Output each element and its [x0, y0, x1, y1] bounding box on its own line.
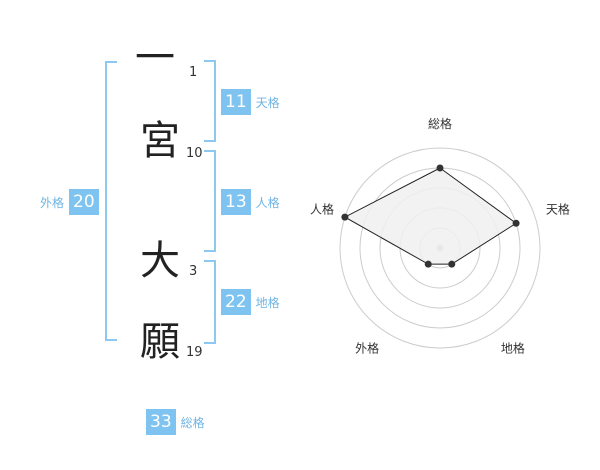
chikaku-group: 22 地格 [221, 289, 280, 315]
jinkaku-bracket [204, 150, 216, 252]
stroke-count-1: 1 [189, 65, 198, 80]
tenkaku-bracket [204, 60, 216, 142]
name-char-1: 一 [135, 35, 175, 81]
tenkaku-label: 天格 [255, 95, 280, 110]
stroke-count-2: 10 [186, 146, 203, 161]
gaikaku-group: 外格 20 [40, 189, 99, 215]
name-char-2: 宮 [140, 118, 180, 164]
stroke-count-4: 19 [186, 345, 203, 360]
radar-point-1 [436, 164, 444, 172]
jinkaku-number: 13 [221, 189, 251, 215]
radar-axis-label-5: 人格 [310, 202, 334, 217]
chikaku-label: 地格 [255, 295, 280, 310]
radar-axis-label-2: 天格 [546, 202, 570, 217]
soukaku-number: 33 [146, 409, 176, 435]
gaikaku-bracket [105, 61, 117, 341]
name-char-4: 願 [140, 319, 180, 365]
tenkaku-group: 11 天格 [221, 89, 280, 115]
chikaku-number: 22 [221, 289, 251, 315]
soukaku-label: 総格 [180, 415, 205, 430]
radar-value-polygon [343, 167, 517, 265]
soukaku-group: 33 総格 [146, 409, 205, 435]
radar-axis-label-3: 地格 [501, 340, 525, 355]
chikaku-bracket [204, 260, 216, 344]
radar-point-5 [341, 213, 349, 221]
radar-axis-label-4: 外格 [355, 340, 379, 355]
radar-point-4 [424, 260, 432, 268]
name-char-3: 大 [140, 238, 180, 284]
gaikaku-number: 20 [69, 189, 99, 215]
radar-point-3 [448, 260, 456, 268]
jinkaku-group: 13 人格 [221, 189, 280, 215]
gaikaku-label: 外格 [40, 195, 65, 210]
radar-point-2 [512, 219, 520, 227]
tenkaku-number: 11 [221, 89, 251, 115]
radar-ring-5 [339, 147, 541, 349]
stroke-count-3: 3 [189, 264, 198, 279]
radar-axis-label-1: 総格 [428, 116, 452, 131]
jinkaku-label: 人格 [255, 195, 280, 210]
